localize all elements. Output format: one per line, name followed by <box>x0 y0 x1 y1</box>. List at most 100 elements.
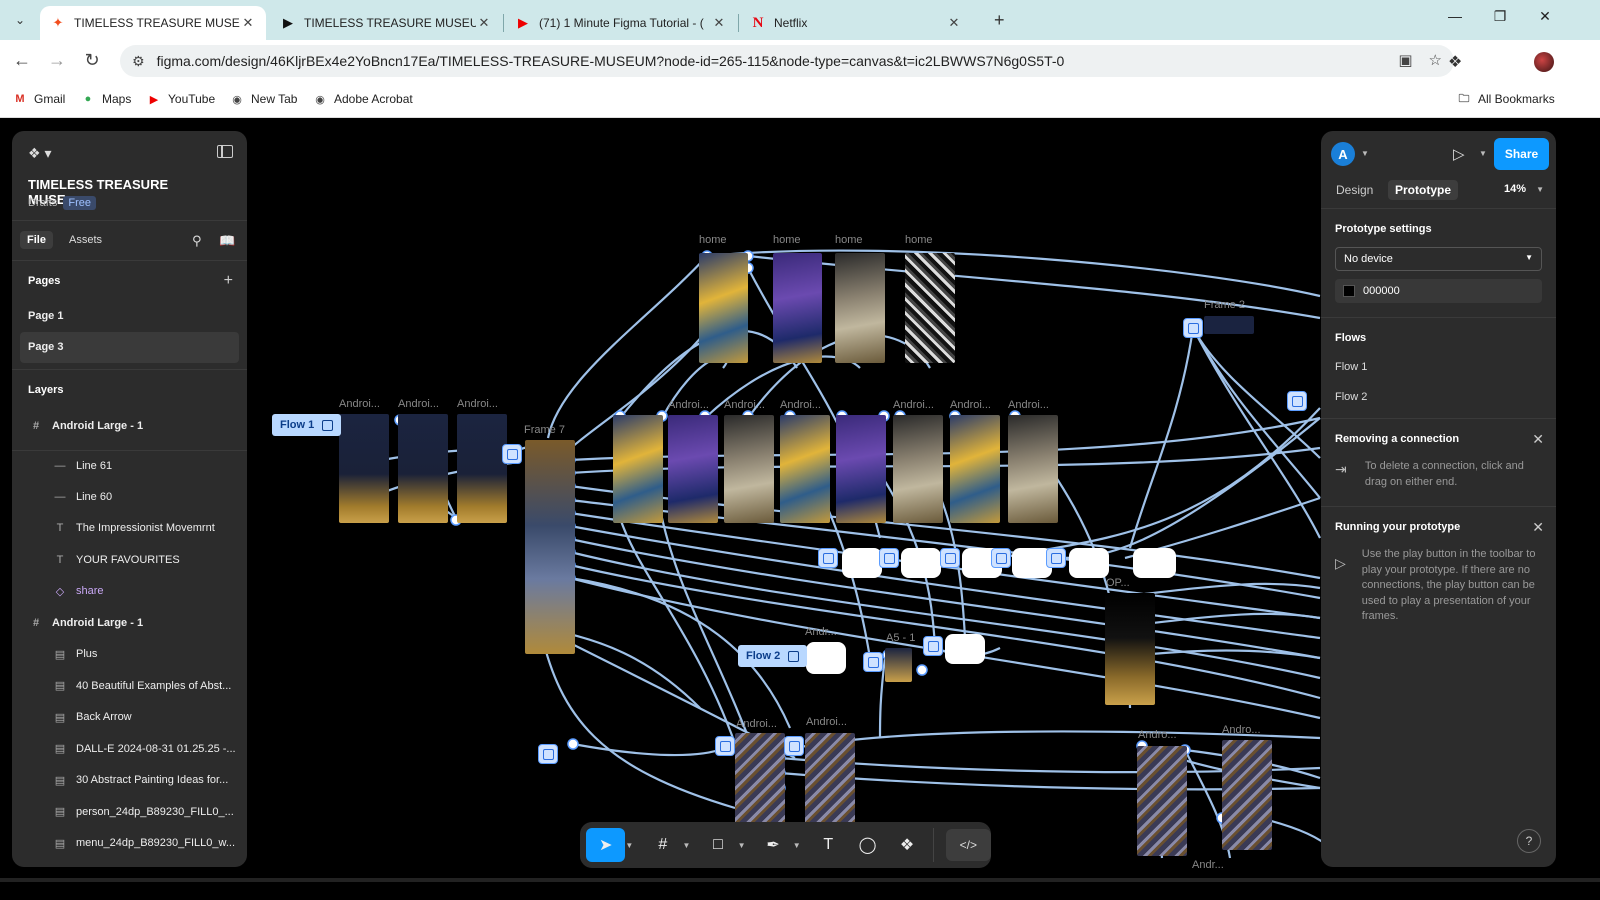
drafts-label[interactable]: Drafts <box>28 197 58 209</box>
close-icon[interactable]: ✕ <box>948 15 960 30</box>
tab-search-button[interactable]: ⌄ <box>14 13 26 27</box>
android-frame-thumbnail[interactable] <box>398 414 448 523</box>
flow-2-tag[interactable]: Flow 2 <box>738 645 808 667</box>
tab-prototype[interactable]: Prototype <box>1388 180 1459 200</box>
text-tool-button[interactable]: T <box>809 828 848 862</box>
flow-start-node[interactable] <box>991 548 1011 568</box>
dev-mode-toggle[interactable]: </> <box>945 829 991 861</box>
flow-1-tag[interactable]: Flow 1 <box>272 414 342 436</box>
window-close-icon[interactable]: ✕ <box>1539 8 1551 24</box>
bookmark-gmail[interactable]: M Gmail <box>12 92 65 106</box>
layer-image[interactable]: ▤30 Abstract Painting Ideas for... <box>12 765 247 797</box>
text-frame-thumbnail[interactable] <box>806 642 846 674</box>
background-color-field[interactable]: 000000 <box>1335 279 1542 303</box>
flow-list-item[interactable]: Flow 2 <box>1335 391 1368 403</box>
search-icon[interactable]: ⚲ <box>192 233 202 248</box>
home-frame-thumbnail[interactable] <box>699 253 748 363</box>
android-frame-thumbnail[interactable] <box>457 414 507 523</box>
figma-menu-icon[interactable]: ❖ ▾ <box>28 145 52 161</box>
android-frame-thumbnail[interactable] <box>805 733 855 833</box>
home-frame-thumbnail[interactable] <box>905 253 955 363</box>
page-item-active[interactable]: Page 3 <box>20 332 239 363</box>
close-icon[interactable]: ✕ <box>242 15 254 30</box>
horizontal-scrollbar[interactable] <box>0 878 1600 882</box>
bookmark-adobe-acrobat[interactable]: ◉ Adobe Acrobat <box>312 92 413 106</box>
home-frame-thumbnail[interactable] <box>835 253 885 363</box>
flow-start-node[interactable] <box>715 736 735 756</box>
browser-tab-youtube[interactable]: ▶ (71) 1 Minute Figma Tutorial - ( ✕ <box>505 6 737 40</box>
restore-icon[interactable]: ❐ <box>1493 8 1507 24</box>
close-icon[interactable]: ✕ <box>1532 431 1544 447</box>
android-frame-thumbnail[interactable] <box>735 733 785 833</box>
layer-image[interactable]: ▤person_24dp_B89230_FILL0_... <box>12 796 247 828</box>
flow-start-node[interactable] <box>1287 391 1307 411</box>
op-frame-thumbnail[interactable] <box>1105 593 1155 705</box>
flow-start-node[interactable] <box>923 636 943 656</box>
layer-frame[interactable]: #Android Large - 1 <box>12 410 247 442</box>
text-frame-thumbnail[interactable] <box>945 634 985 664</box>
library-icon[interactable]: 📖 <box>219 233 236 248</box>
browser-tab-museum[interactable]: ▶ TIMELESS TREASURE MUSEUM ✕ <box>270 6 502 40</box>
add-page-icon[interactable]: + <box>223 272 233 289</box>
chevron-down-icon[interactable]: ▼ <box>625 840 634 850</box>
layer-line[interactable]: —Line 60 <box>12 481 247 513</box>
tab-design[interactable]: Design <box>1336 183 1374 197</box>
layer-image[interactable]: ▤DALL-E 2024-08-31 01.25.25 -... <box>12 733 247 765</box>
page-item[interactable]: Page 1 <box>28 310 64 322</box>
close-icon[interactable]: ✕ <box>713 15 725 30</box>
chevron-down-icon[interactable]: ▼ <box>1361 149 1369 158</box>
forward-arrow-icon[interactable]: → <box>48 50 66 70</box>
android-frame-thumbnail[interactable] <box>1222 740 1272 850</box>
chevron-down-icon[interactable]: ▼ <box>737 840 746 850</box>
flow-start-node[interactable] <box>940 548 960 568</box>
flow-start-node[interactable] <box>1046 548 1066 568</box>
actions-tool-button[interactable]: ❖ <box>887 828 926 862</box>
frame-7-thumbnail[interactable] <box>525 440 575 654</box>
chevron-down-icon[interactable]: ▼ <box>682 840 691 850</box>
pen-tool-button[interactable]: ✒ <box>753 828 792 862</box>
extensions-icon[interactable]: ❖ <box>1448 54 1463 71</box>
layer-image[interactable]: ▤40 Beautiful Examples of Abst... <box>12 670 247 702</box>
comment-tool-button[interactable]: ◯ <box>848 828 887 862</box>
move-tool-button[interactable]: ➤ <box>586 828 626 862</box>
browser-tab-figma[interactable]: ✦ TIMELESS TREASURE MUSEUM ✕ <box>40 6 266 40</box>
text-frame-thumbnail[interactable] <box>901 548 941 578</box>
url-field[interactable]: ⚙ figma.com/design/46KljrBEx4e2YoBncn17E… <box>120 45 1454 77</box>
android-frame-thumbnail[interactable] <box>668 415 718 523</box>
tab-file[interactable]: File <box>20 231 53 249</box>
bookmark-new-tab[interactable]: ◉ New Tab <box>229 92 297 106</box>
chevron-down-icon[interactable]: ▼ <box>792 840 801 850</box>
android-frame-thumbnail[interactable] <box>724 415 774 523</box>
bookmark-maps[interactable]: ● Maps <box>80 92 132 106</box>
back-arrow-icon[interactable]: ← <box>13 50 31 70</box>
install-app-icon[interactable]: ▣ <box>1398 52 1413 69</box>
bookmark-youtube[interactable]: ▶ YouTube <box>146 92 215 106</box>
close-icon[interactable]: ✕ <box>1532 519 1544 535</box>
share-button[interactable]: Share <box>1494 138 1549 170</box>
color-swatch[interactable] <box>1343 285 1355 297</box>
shape-tool-button[interactable]: □ <box>698 828 737 862</box>
all-bookmarks[interactable]: 🗀 All Bookmarks <box>1456 92 1555 106</box>
chevron-down-icon[interactable]: ▼ <box>1536 185 1544 194</box>
flow-start-node[interactable] <box>863 652 883 672</box>
android-frame-thumbnail[interactable] <box>836 415 886 523</box>
text-frame-thumbnail[interactable] <box>842 548 882 578</box>
flow-start-node[interactable] <box>818 548 838 568</box>
layer-image[interactable]: ▤Back Arrow <box>12 702 247 734</box>
site-info-icon[interactable]: ⚙ <box>132 52 145 69</box>
flow-start-node[interactable] <box>538 744 558 764</box>
flow-list-item[interactable]: Flow 1 <box>1335 361 1368 373</box>
android-frame-thumbnail[interactable] <box>1008 415 1058 523</box>
color-hex[interactable]: 000000 <box>1363 285 1400 297</box>
home-frame-thumbnail[interactable] <box>773 253 822 363</box>
chevron-down-icon[interactable]: ▼ <box>1479 149 1487 158</box>
android-frame-thumbnail[interactable] <box>893 415 943 523</box>
frame-tool-button[interactable]: # <box>643 828 682 862</box>
layer-line[interactable]: —Line 61 <box>12 449 247 482</box>
zoom-level[interactable]: 14% <box>1503 183 1526 195</box>
layer-image[interactable]: ▤menu_24dp_B89230_FILL0_w... <box>12 828 247 860</box>
avatar[interactable]: A <box>1331 142 1355 166</box>
text-frame-thumbnail[interactable] <box>1133 548 1176 578</box>
